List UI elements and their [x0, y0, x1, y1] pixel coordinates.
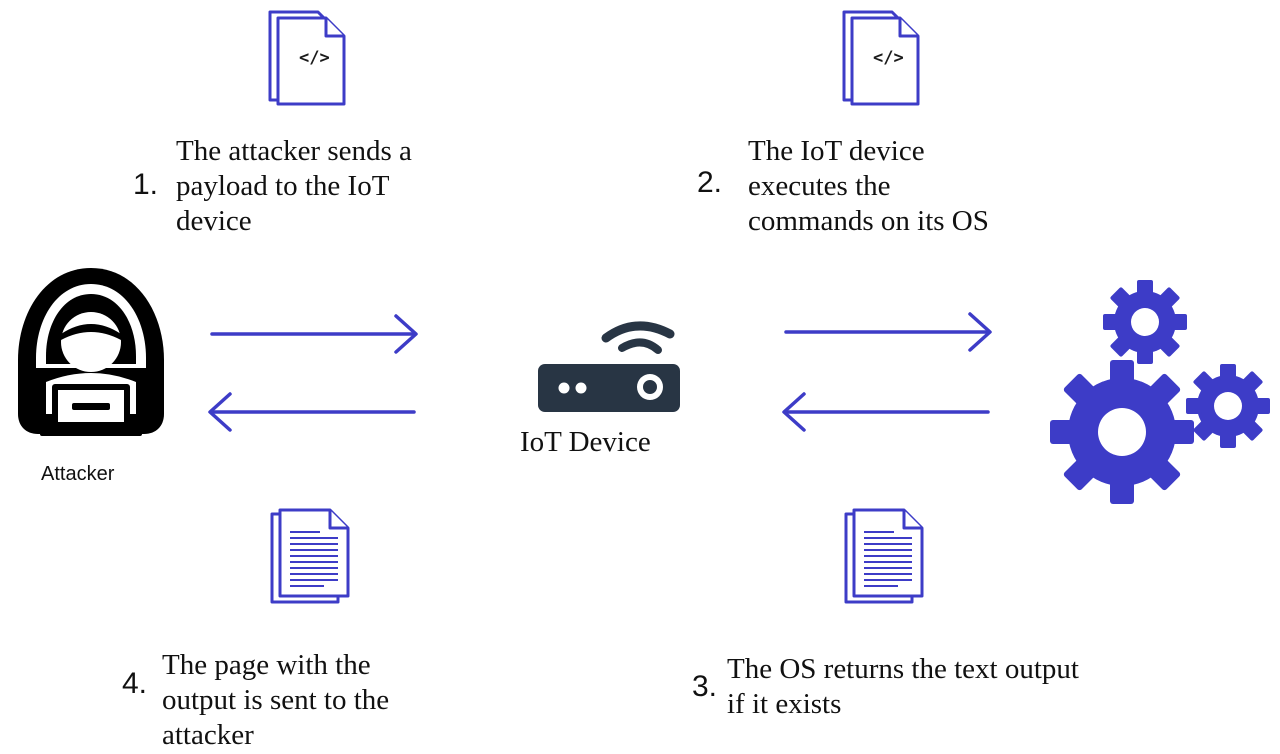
step-1-line: device: [176, 205, 252, 237]
code-glyph: </>: [873, 48, 904, 68]
step-1-line: payload to the IoT: [176, 170, 390, 202]
gear-icon: [1168, 346, 1280, 466]
step-2-number: 2.: [697, 166, 723, 199]
arrow-left: [208, 392, 416, 432]
step-2-text: The IoT device executes the commands on …: [748, 134, 989, 239]
step-4-text: The page with the output is sent to the …: [162, 648, 389, 753]
code-file-icon: </>: [842, 10, 920, 106]
step-2-line: commands on its OS: [748, 205, 989, 237]
arrow-left: [782, 392, 990, 432]
gears-icon: [1020, 262, 1280, 534]
step-4-line: output is sent to the: [162, 684, 390, 716]
step-4-number: 4.: [122, 667, 148, 700]
step-3-number: 3.: [692, 670, 718, 703]
step-1-number: 1.: [133, 168, 159, 201]
code-glyph: </>: [299, 48, 330, 68]
code-file-icon: </>: [268, 10, 346, 106]
iot-device-label: IoT Device: [520, 426, 651, 458]
step-4-line: The page with the: [162, 649, 371, 681]
step-1-text: The attacker sends a payload to the IoT …: [176, 134, 412, 239]
arrow-right: [210, 314, 418, 354]
attacker-label: Attacker: [41, 463, 115, 485]
text-document-icon: [844, 508, 924, 604]
arrow-right: [784, 312, 992, 352]
step-3-line: if it exists: [727, 688, 842, 720]
router-icon: [538, 321, 680, 412]
step-4-line: attacker: [162, 719, 254, 751]
text-document-icon: [270, 508, 350, 604]
gear-icon: [1085, 262, 1205, 382]
gear-icon: [1020, 330, 1224, 534]
step-3-line: The OS returns the text output: [727, 653, 1079, 685]
hooded-hacker-icon: [18, 268, 164, 436]
step-2-line: executes the: [748, 170, 891, 202]
step-1-line: The attacker sends a: [176, 135, 412, 167]
step-2-line: The IoT device: [748, 135, 925, 167]
step-3-text: The OS returns the text output if it exi…: [727, 652, 1079, 722]
